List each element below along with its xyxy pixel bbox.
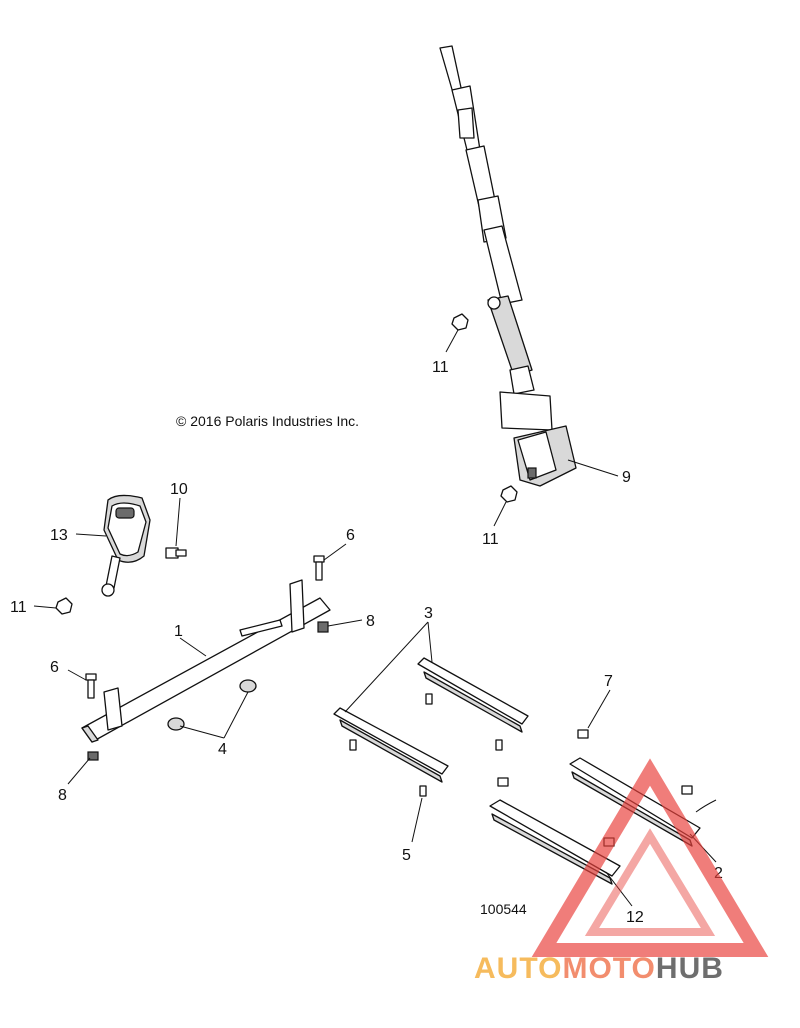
callout-9: 9 [622, 469, 631, 486]
callout-6a: 6 [346, 527, 355, 544]
watermark-moto: MOTO [562, 952, 655, 985]
watermark-triangle-icon [531, 758, 769, 957]
callout-13: 13 [50, 527, 68, 544]
seat-rails [333, 657, 529, 783]
callout-11a: 11 [432, 359, 449, 376]
diagram-id: 100544 [480, 901, 527, 917]
callout-12: 12 [626, 909, 644, 926]
callout-8b: 8 [58, 787, 67, 804]
callout-5: 5 [402, 847, 411, 864]
hardware [55, 313, 693, 847]
callout-8a: 8 [366, 613, 375, 630]
callout-6b: 6 [50, 659, 59, 676]
seat-belt-buckle [101, 494, 151, 597]
callout-11c: 11 [10, 599, 27, 616]
watermark-hub: HUB [656, 952, 724, 985]
callout-1: 1 [174, 623, 183, 640]
callout-7: 7 [604, 673, 613, 690]
svg-text:AUTOMOTOHUB: AUTOMOTOHUB [474, 952, 724, 985]
callout-11b: 11 [482, 531, 499, 548]
copyright-notice: © 2016 Polaris Industries Inc. [176, 413, 359, 429]
callout-3: 3 [424, 605, 433, 622]
seat-belt-assembly [439, 45, 577, 487]
callout-10: 10 [170, 481, 188, 498]
seat-base-bar [81, 579, 331, 743]
leader-lines [33, 329, 717, 907]
watermark-logo: AUTOMOTOHUB [474, 758, 769, 985]
callout-4: 4 [218, 741, 227, 758]
watermark-auto: AUTO [474, 952, 562, 985]
